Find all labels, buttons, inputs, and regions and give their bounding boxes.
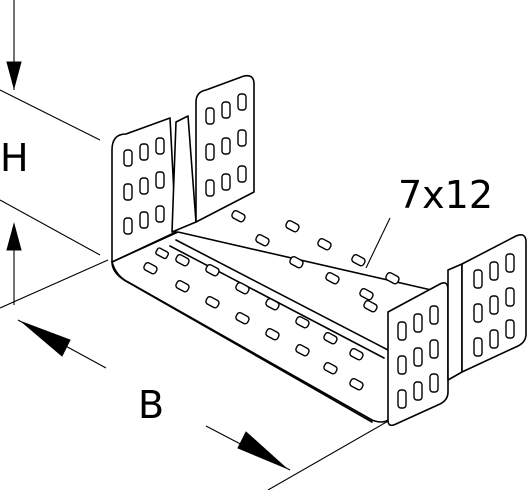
flange-hole xyxy=(429,305,439,325)
flange-hole xyxy=(155,171,165,189)
floor-hole xyxy=(235,312,250,325)
floor-hole xyxy=(363,300,378,313)
flange-hole xyxy=(429,339,439,359)
floor-hole xyxy=(323,332,338,345)
floor-hole xyxy=(265,328,280,341)
floor-hole xyxy=(359,288,374,301)
floor-hole xyxy=(325,272,340,285)
flange-hole xyxy=(397,389,407,409)
floor-hole xyxy=(143,262,158,275)
flange-hole xyxy=(473,269,483,289)
flange-hole xyxy=(489,329,499,349)
flange-hole xyxy=(221,101,231,119)
floor-hole xyxy=(155,247,170,260)
left-flange-bend xyxy=(171,115,197,233)
flange-hole xyxy=(205,179,215,197)
flange-hole xyxy=(473,303,483,323)
flange-hole xyxy=(397,321,407,341)
base-perforations xyxy=(143,210,400,391)
width-label: B xyxy=(138,383,164,427)
flange-hole xyxy=(413,313,423,333)
flange-hole xyxy=(237,93,247,111)
floor-hole xyxy=(285,220,300,233)
width-arrow-left xyxy=(21,321,71,357)
floor-hole xyxy=(323,362,338,375)
floor-hole xyxy=(349,378,364,391)
floor-hole xyxy=(175,280,190,293)
height-reference-bottom xyxy=(0,199,101,256)
floor-hole xyxy=(351,254,366,267)
width-arrow-right xyxy=(237,431,287,469)
flange-hole xyxy=(139,177,149,195)
flange-hole xyxy=(123,217,133,235)
flange-hole xyxy=(205,107,215,125)
flange-hole xyxy=(155,137,165,155)
reducer-part xyxy=(111,74,527,427)
floor-hole xyxy=(205,296,220,309)
flange-hole xyxy=(205,143,215,161)
flange-hole xyxy=(123,183,133,201)
flange-hole xyxy=(221,173,231,191)
flange-hole xyxy=(413,347,423,367)
flange-hole xyxy=(489,295,499,315)
floor-hole xyxy=(385,272,400,285)
hole-size-callout: 7x12 xyxy=(365,173,493,269)
floor-hole xyxy=(295,344,310,357)
flange-hole xyxy=(397,355,407,375)
floor-hole xyxy=(175,254,190,267)
floor-hole xyxy=(349,348,364,361)
floor-hole xyxy=(205,264,220,277)
flange-hole xyxy=(155,205,165,223)
floor-hole xyxy=(235,282,250,295)
hole-size-leader xyxy=(365,217,391,269)
height-reference-top xyxy=(0,89,101,141)
flange-hole xyxy=(221,137,231,155)
flange-hole xyxy=(429,373,439,393)
flange-hole xyxy=(237,129,247,147)
width-extension-right xyxy=(267,419,391,490)
height-arrow-down xyxy=(6,61,22,90)
flange-hole xyxy=(505,319,515,339)
right-flange-bend xyxy=(447,263,463,381)
flange-hole xyxy=(489,261,499,281)
flange-hole xyxy=(505,253,515,273)
flange-hole xyxy=(237,165,247,183)
flange-hole xyxy=(139,143,149,161)
base-front-edge xyxy=(111,261,373,423)
dimension-width: B xyxy=(0,259,391,490)
floor-hole xyxy=(231,210,246,223)
base-rib-upper xyxy=(175,239,389,351)
flange-hole xyxy=(473,337,483,357)
right-flange-holes xyxy=(397,253,515,409)
floor-hole xyxy=(317,238,332,251)
height-label: H xyxy=(0,136,29,180)
left-flange-holes xyxy=(123,93,247,235)
flange-hole xyxy=(139,211,149,229)
floor-hole xyxy=(289,256,304,269)
dimension-height: H xyxy=(0,0,101,305)
flange-hole xyxy=(505,287,515,307)
flange-hole xyxy=(123,149,133,167)
width-extension-left xyxy=(0,259,109,309)
floor-hole xyxy=(295,316,310,329)
flange-hole xyxy=(413,381,423,401)
floor-hole xyxy=(265,298,280,311)
hole-size-label: 7x12 xyxy=(398,173,493,217)
floor-hole xyxy=(255,234,270,247)
